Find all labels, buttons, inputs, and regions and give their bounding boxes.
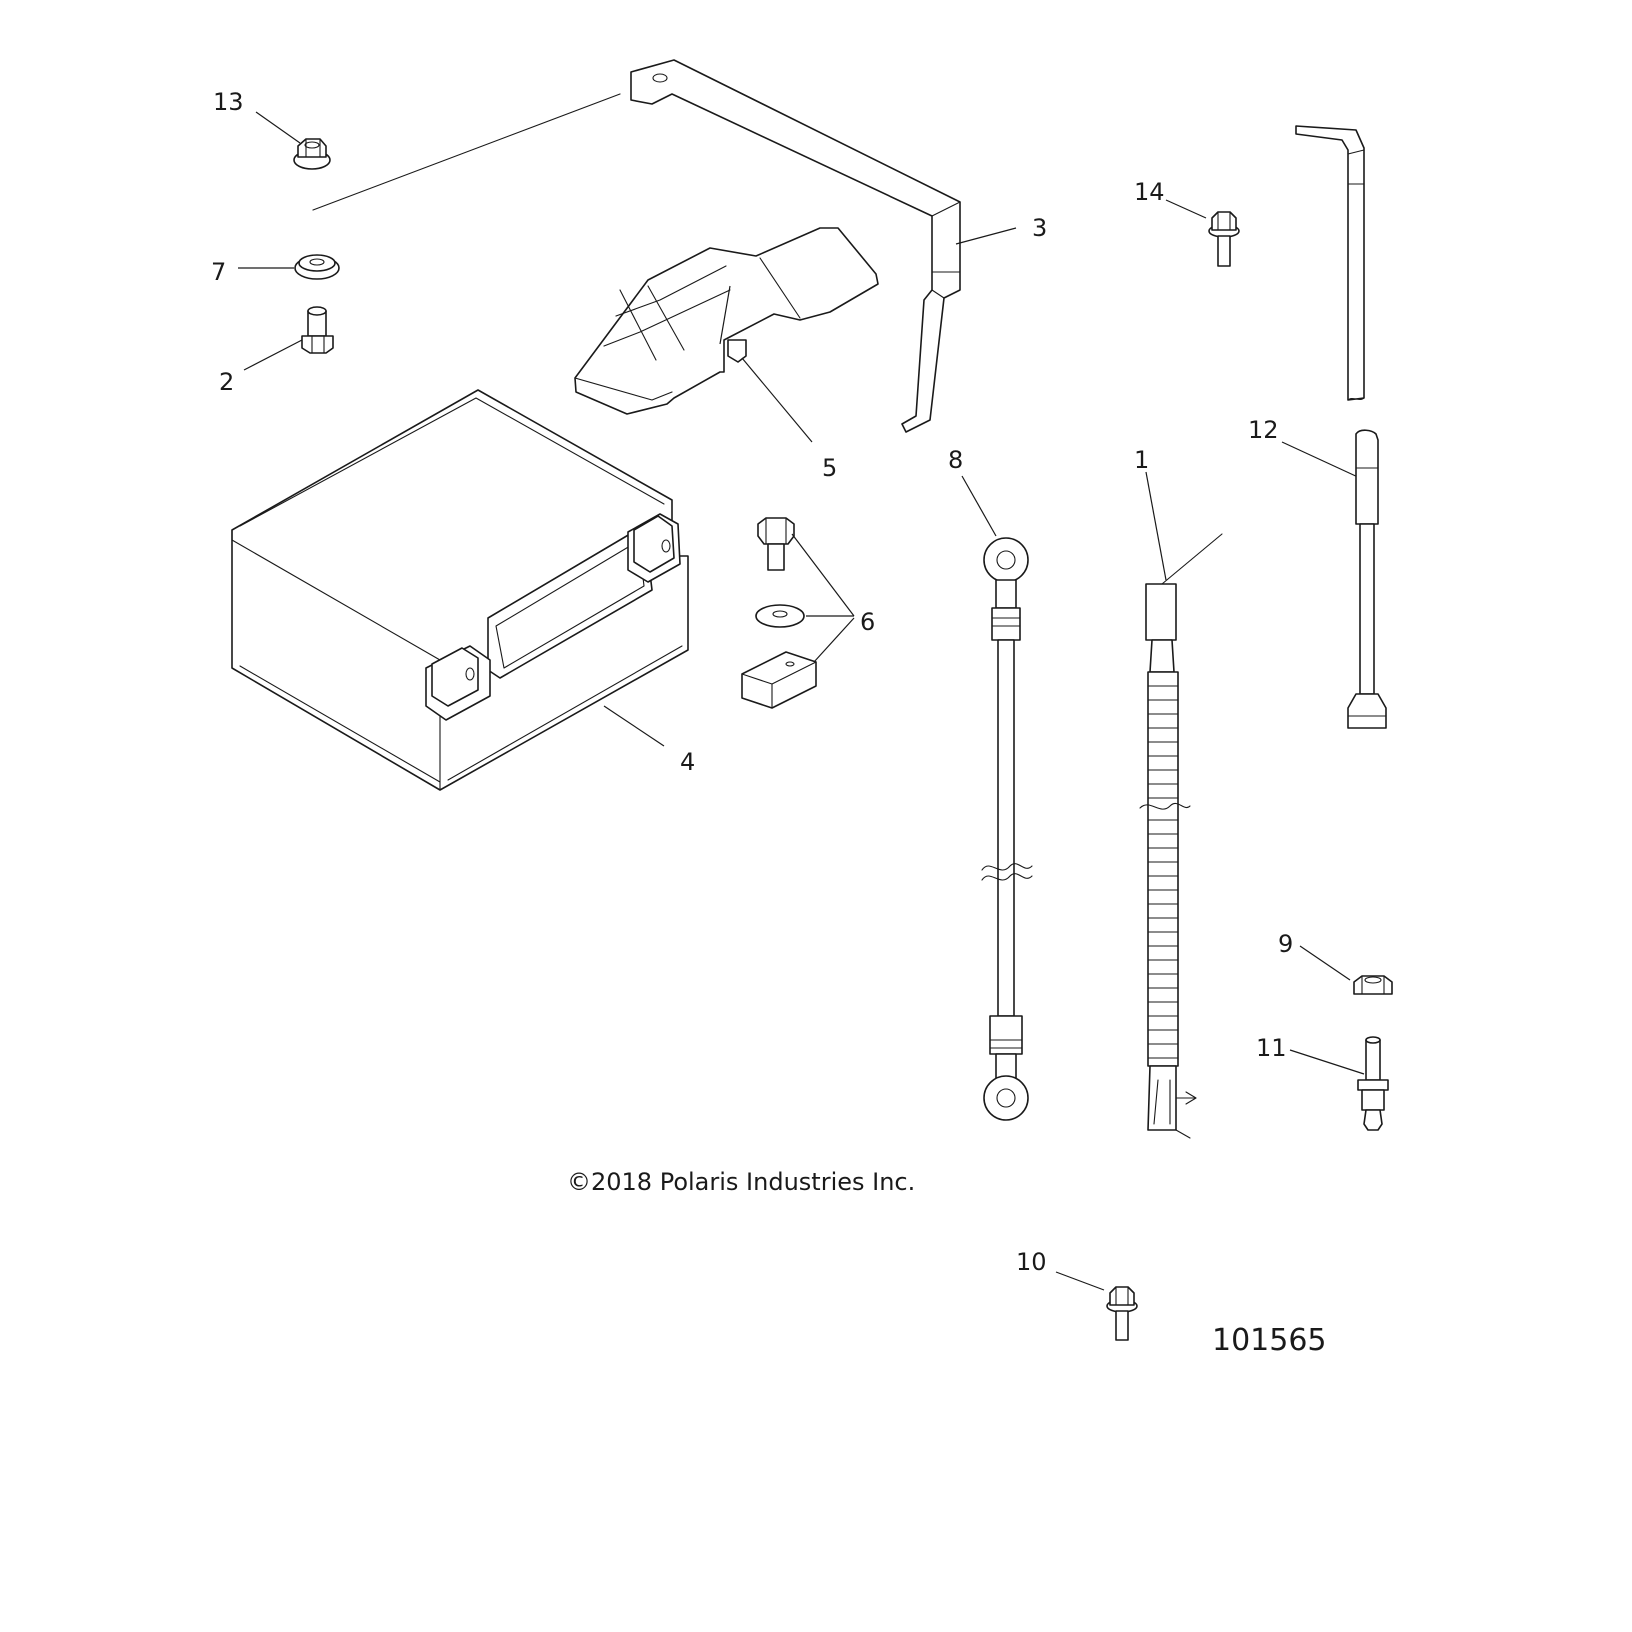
part-9-nut xyxy=(1299,945,1393,995)
callout-3: 3 xyxy=(1032,214,1047,242)
callout-14: 14 xyxy=(1134,178,1165,206)
callout-7: 7 xyxy=(211,258,226,286)
callout-10: 10 xyxy=(1016,1248,1047,1276)
callout-11: 11 xyxy=(1256,1034,1287,1062)
diagram-reference-number: 101565 xyxy=(1212,1323,1327,1358)
callout-12: 12 xyxy=(1248,416,1279,444)
part-4-battery xyxy=(231,389,689,791)
vent-tube-upper xyxy=(1295,125,1365,401)
part-10-bolt xyxy=(1055,1271,1138,1341)
part-14-bolt xyxy=(1165,199,1240,267)
callout-13: 13 xyxy=(213,88,244,116)
part-13-flange-nut xyxy=(255,111,331,170)
callout-8: 8 xyxy=(948,446,963,474)
callout-4: 4 xyxy=(680,748,695,776)
part-3-battery-strap xyxy=(312,59,1017,433)
part-11-stud xyxy=(1289,1036,1389,1131)
part-8-battery-cable xyxy=(961,475,1033,1121)
part-12-vent-tube xyxy=(1281,429,1387,729)
copyright-notice: ©2018 Polaris Industries Inc. xyxy=(567,1168,915,1196)
part-7-lock-washer xyxy=(238,254,340,280)
callout-9: 9 xyxy=(1278,930,1293,958)
part-5-battery-pad xyxy=(574,227,879,443)
callout-6: 6 xyxy=(860,608,875,636)
part-6-terminal-hardware xyxy=(741,517,855,709)
part-1-positive-cable xyxy=(1139,471,1223,1139)
callout-2: 2 xyxy=(219,368,234,396)
part-2-bolt xyxy=(243,306,334,371)
callout-1: 1 xyxy=(1134,446,1149,474)
cable-conduit-ribs xyxy=(1139,685,1191,1059)
callout-5: 5 xyxy=(822,454,837,482)
